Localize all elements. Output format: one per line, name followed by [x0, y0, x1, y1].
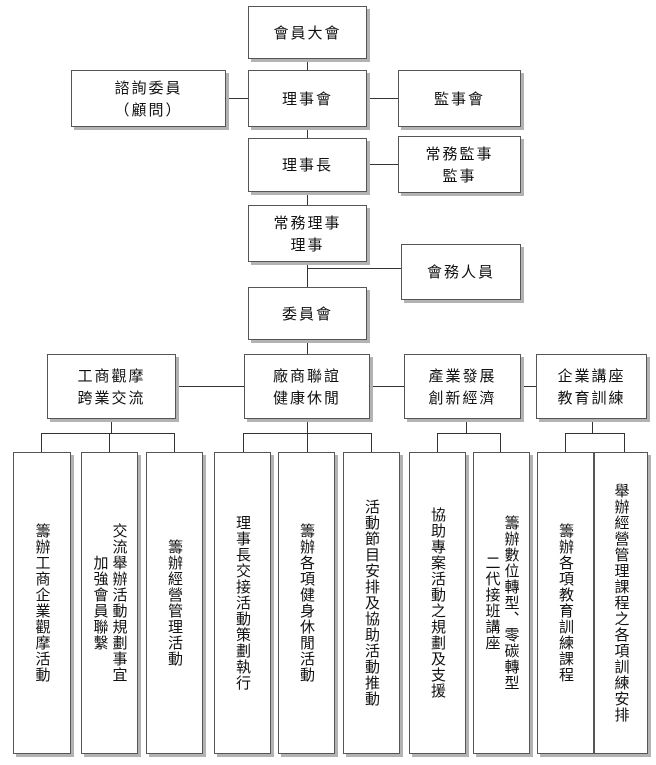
task-label: 協助專案活動之規劃及支援 — [429, 507, 447, 699]
task-box: 交流舉辦活動規劃事宜 加強會員聯繫 — [81, 452, 138, 754]
task-box: 籌辦經營管理活動 — [146, 452, 203, 754]
connector-line — [565, 433, 625, 434]
chairman-label: 理事長 — [281, 156, 333, 174]
task-box: 舉辦經營管理課程之各項訓練安排 — [594, 452, 648, 754]
branch-label: 工商觀摩 跨業交流 — [77, 366, 146, 407]
connector-line — [307, 262, 308, 287]
task-box: 理事長交接活動策劃執行 — [214, 452, 271, 754]
task-label: 籌辦各項健身休閒活動 — [298, 523, 316, 683]
board-of-directors-label: 理事會 — [281, 89, 333, 108]
connector-line — [307, 433, 308, 452]
connector-line — [109, 433, 110, 452]
connector-line — [521, 386, 536, 387]
connector-line — [176, 386, 244, 387]
connector-line — [307, 192, 308, 205]
connector-line — [307, 419, 308, 433]
connector-line — [307, 59, 308, 70]
task-label: 籌辦各項教育訓練課程 — [557, 523, 575, 683]
branch-box: 產業發展 創新經濟 — [404, 354, 521, 419]
task-box: 活動節目安排及協助活動推動 — [343, 452, 400, 754]
advisory-committee-box: 諮詢委員 （顧問） — [71, 70, 226, 127]
connector-line — [226, 98, 248, 99]
task-label: 交流舉辦活動規劃事宜 加強會員聯繫 — [91, 523, 129, 683]
standing-supervisors-box: 常務監事 監事 — [398, 136, 521, 193]
connector-line — [437, 433, 438, 452]
connector-line — [367, 164, 398, 165]
connector-line — [243, 433, 244, 452]
standing-supervisors-label: 常務監事 監事 — [425, 144, 494, 185]
connector-line — [41, 433, 42, 452]
task-box: 籌辦數位轉型、零碳轉型 二代接班講座 — [473, 452, 530, 754]
branch-label: 廠商聯誼 健康休閒 — [272, 366, 341, 407]
advisory-committee-label: 諮詢委員 （顧問） — [114, 78, 183, 119]
general-assembly-label: 會員大會 — [273, 23, 342, 42]
board-of-supervisors-box: 監事會 — [398, 70, 521, 127]
connector-line — [307, 127, 308, 138]
connector-line — [371, 433, 372, 452]
branch-label: 產業發展 創新經濟 — [428, 366, 497, 407]
connector-line — [41, 433, 175, 434]
staff-box: 會務人員 — [401, 244, 521, 300]
connector-line — [307, 340, 308, 354]
connector-line — [500, 433, 501, 452]
connector-line — [565, 433, 566, 452]
connector-line — [174, 433, 175, 452]
chairman-box: 理事長 — [248, 138, 367, 192]
task-box: 籌辦各項教育訓練課程 — [537, 452, 594, 754]
connector-line — [624, 433, 625, 452]
branch-box: 企業講座 教育訓練 — [536, 354, 647, 419]
task-label: 理事長交接活動策劃執行 — [234, 515, 252, 691]
connector-line — [367, 98, 398, 99]
connector-line — [592, 419, 593, 433]
task-label: 籌辦工商企業觀摩活動 — [33, 523, 52, 683]
board-of-directors-box: 理事會 — [248, 70, 367, 127]
task-label: 活動節目安排及協助活動推動 — [363, 499, 381, 707]
task-label: 籌辦經營管理活動 — [166, 539, 184, 667]
connector-line — [307, 268, 401, 269]
branch-label: 企業講座 教育訓練 — [557, 366, 626, 407]
general-assembly-box: 會員大會 — [248, 6, 367, 59]
branch-box: 廠商聯誼 健康休閒 — [244, 354, 370, 419]
branch-box: 工商觀摩 跨業交流 — [47, 354, 176, 419]
connector-line — [370, 386, 404, 387]
standing-directors-label: 常務理事 理事 — [273, 213, 342, 254]
board-of-supervisors-label: 監事會 — [433, 89, 485, 108]
task-label: 舉辦經營管理課程之各項訓練安排 — [612, 483, 631, 723]
task-box: 籌辦各項健身休閒活動 — [278, 452, 335, 754]
connector-line — [466, 419, 467, 433]
committees-label: 委員會 — [281, 304, 333, 323]
connector-line — [437, 433, 501, 434]
standing-directors-box: 常務理事 理事 — [248, 205, 367, 262]
task-box: 籌辦工商企業觀摩活動 — [13, 452, 71, 754]
committees-box: 委員會 — [248, 287, 367, 340]
task-box: 協助專案活動之規劃及支援 — [409, 452, 466, 754]
staff-label: 會務人員 — [426, 263, 495, 281]
task-label: 籌辦數位轉型、零碳轉型 二代接班講座 — [483, 515, 521, 691]
connector-line — [111, 419, 112, 433]
